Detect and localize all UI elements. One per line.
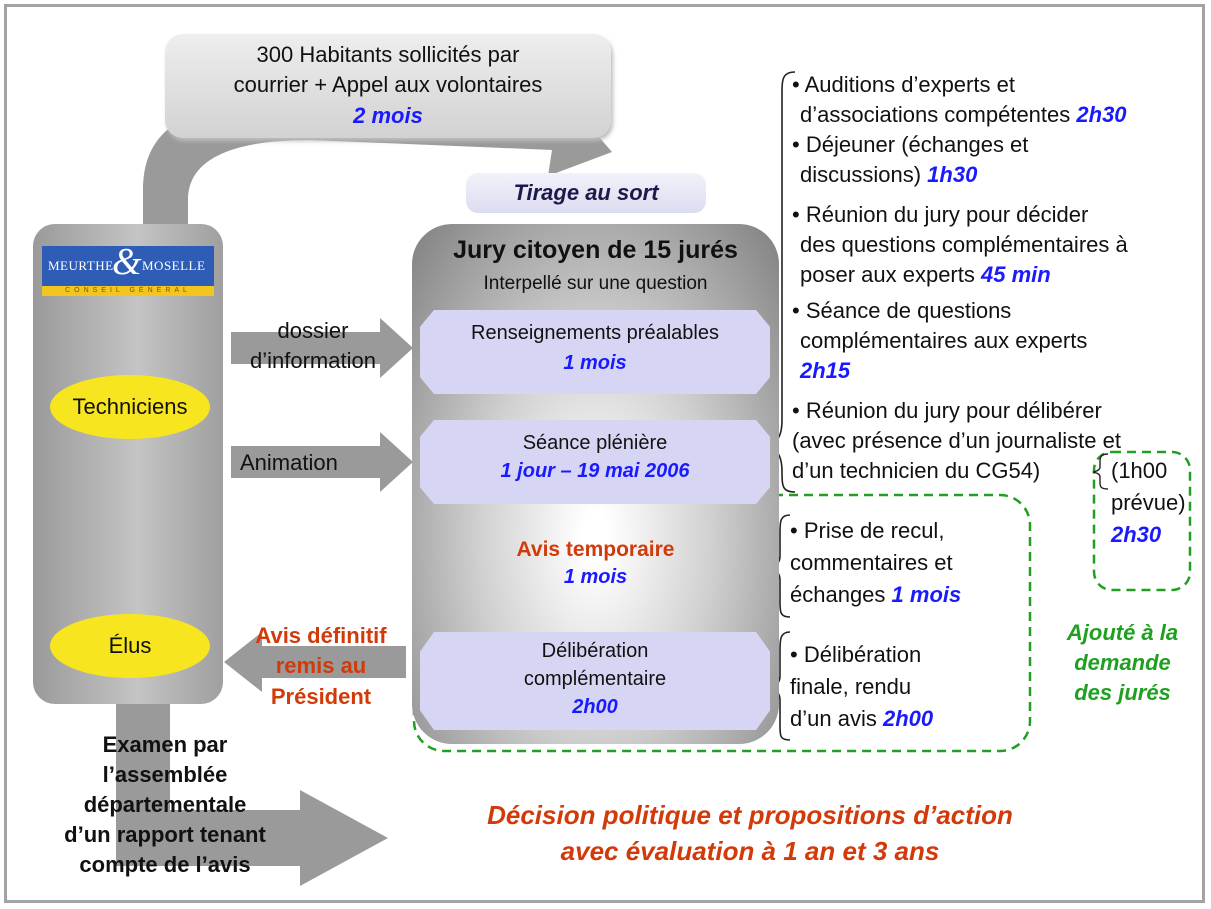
- elus-ellipse: Élus: [50, 614, 210, 678]
- bottom-arrow: [116, 704, 388, 886]
- green-dashed-small: [1092, 450, 1192, 592]
- seance-box: [420, 420, 770, 504]
- prevue-duration: 2h30: [1111, 522, 1162, 547]
- list-line-7-duration: 45 min: [981, 262, 1051, 287]
- logo-subtext: CONSEIL GÉNÉRAL: [65, 287, 191, 294]
- list-line-2: d’associations compétentes 2h30: [800, 102, 1127, 127]
- avis-definitif-3: Président: [270, 684, 372, 709]
- tirage-box: Tirage au sort: [466, 173, 706, 213]
- dossier-label-2: d’information: [250, 348, 376, 373]
- dossier-arrow: [231, 318, 413, 378]
- seance-duration: 1 jour – 19 mai 2006: [500, 460, 690, 482]
- list-line-2-duration: 2h30: [1076, 102, 1127, 127]
- list-line-10: 2h15: [800, 358, 851, 383]
- list-line-9: complémentaires aux experts: [800, 328, 1088, 353]
- outer-frame: [4, 4, 1205, 903]
- prevue-line-1: (1h00: [1111, 458, 1168, 483]
- logo-left-text: Meurthe: [48, 258, 114, 273]
- list-line-4: discussions) 1h30: [800, 162, 978, 187]
- list-line-7: poser aux experts 45 min: [800, 262, 1051, 287]
- decision-line-2: avec évaluation à 1 an et 3 ans: [560, 836, 940, 866]
- finale-duration: 2h00: [882, 706, 934, 731]
- avis-definitif-arrow: [224, 632, 406, 692]
- logo-ampersand: &: [112, 241, 142, 283]
- ajoute-line-1: Ajouté à la: [1066, 620, 1179, 645]
- brace-prevue: [1092, 453, 1109, 490]
- ajoute-line-2: demande: [1074, 650, 1171, 675]
- animation-label: Animation: [240, 450, 338, 475]
- top-line2: courrier + Appel aux volontaires: [233, 72, 543, 97]
- dossier-label-1: dossier: [277, 318, 349, 343]
- animation-arrow: [231, 432, 413, 492]
- deliberation-box: [420, 632, 770, 730]
- finale-line-1: • Délibération: [790, 642, 922, 667]
- recul-duration: 1 mois: [891, 582, 962, 607]
- avis-temporaire-label: Avis temporaire: [516, 538, 675, 561]
- top-duration: 2 mois: [353, 103, 423, 128]
- recul-line-2: commentaires et: [790, 550, 953, 575]
- logo-right-text: Moselle: [142, 258, 206, 273]
- examen-line-3: départementale: [83, 792, 247, 817]
- avis-definitif-1: Avis définitif: [255, 623, 387, 648]
- top-line1: 300 Habitants sollicités par: [256, 42, 520, 67]
- list-line-8: • Séance de questions: [792, 298, 1012, 323]
- finale-line-3: d’un avis 2h00: [790, 706, 934, 731]
- decision-line-1: Décision politique et propositions d’act…: [487, 800, 1013, 830]
- examen-line-1: Examen par: [102, 732, 228, 757]
- techniciens-ellipse: Techniciens: [50, 375, 210, 439]
- renseignements-box: [420, 310, 770, 394]
- top-bubble: [165, 34, 611, 138]
- renseignements-label: Renseignements préalables: [471, 322, 719, 344]
- list-line-1: • Auditions d’experts et: [792, 72, 1015, 97]
- recul-line-1: • Prise de recul,: [790, 518, 945, 543]
- logo-band: CONSEIL GÉNÉRAL: [42, 286, 214, 296]
- avis-definitif-2: remis au: [275, 653, 367, 678]
- list-line-4-duration: 1h30: [927, 162, 978, 187]
- list-line-3: • Déjeuner (échanges et: [792, 132, 1029, 157]
- deliberation-label-2: complémentaire: [523, 668, 667, 690]
- avis-temporaire-duration: 1 mois: [563, 566, 628, 588]
- list-line-6: des questions complémentaires à: [800, 232, 1128, 257]
- prevue-line-2: prévue): [1111, 490, 1186, 515]
- examen-line-5: compte de l’avis: [79, 852, 251, 877]
- list-line-11: • Réunion du jury pour délibérer: [792, 398, 1102, 423]
- renseignements-duration: 1 mois: [563, 352, 627, 374]
- examen-line-2: l’assemblée: [102, 762, 228, 787]
- seance-label: Séance plénière: [522, 432, 668, 454]
- jury-title: Jury citoyen de 15 jurés: [453, 236, 738, 264]
- finale-line-2: finale, rendu: [790, 674, 912, 699]
- list-line-13: d’un technicien du CG54): [792, 458, 1041, 483]
- recul-line-3: échanges 1 mois: [790, 582, 962, 607]
- list-line-12: (avec présence d’un journaliste et: [792, 428, 1121, 453]
- examen-line-4: d’un rapport tenant: [64, 822, 266, 847]
- deliberation-duration: 2h00: [572, 696, 618, 718]
- deliberation-label-1: Délibération: [541, 640, 649, 662]
- list-line-5: • Réunion du jury pour décider: [792, 202, 1089, 227]
- ajoute-line-3: des jurés: [1074, 680, 1171, 705]
- jury-subtitle: Interpellé sur une question: [483, 273, 708, 294]
